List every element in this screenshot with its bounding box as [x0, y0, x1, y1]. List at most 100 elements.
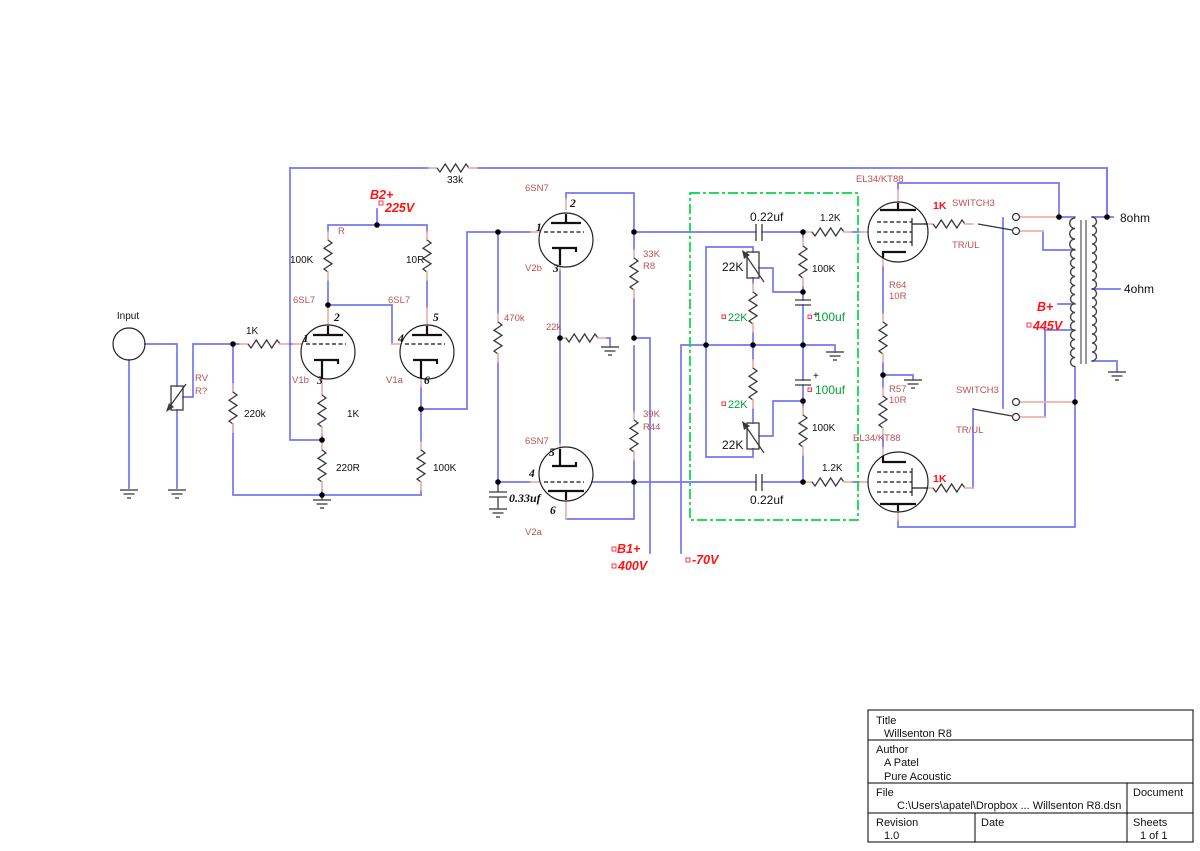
feedback-r-value: 33k	[447, 175, 464, 186]
grid-leak-value: 220k	[244, 409, 267, 420]
volume-pot-value: R?	[195, 386, 207, 397]
sense-r-top-value: 10R	[889, 291, 907, 302]
resistor-1k-screen-bottom	[924, 483, 974, 493]
resistor-220k-grid	[228, 383, 238, 433]
resistor-33k-feedback	[428, 163, 478, 173]
resistor-33k-r8	[629, 249, 639, 299]
tube-v1a	[399, 324, 455, 380]
series-r-bottom-value: 22K	[728, 399, 748, 411]
resistor-1.2k-bottom	[803, 477, 853, 487]
el34-bottom-type: EL34/KT88	[853, 433, 901, 444]
cap-0.22uf-bottom	[755, 474, 763, 491]
switch-top-name: SWITCH3	[952, 198, 995, 209]
b1-name: B1+	[617, 542, 641, 556]
v1a-plate-r-value: 10R	[406, 255, 424, 266]
v1a-ref: V1a	[386, 375, 404, 386]
switch-top-mode: TR/UL	[952, 240, 979, 251]
grid-r-top-value: 100K	[812, 264, 836, 275]
sense-r-bottom-ref: R57	[889, 384, 906, 395]
switch-bottom-mode: TR/UL	[956, 425, 983, 436]
cap-100uf-bottom	[795, 379, 811, 386]
author-value: A Patel	[884, 757, 919, 769]
grid-cap-value: 0.33uf	[509, 491, 542, 505]
tube-v2a	[538, 446, 594, 502]
screen-r-bottom-value: 1K	[933, 473, 947, 485]
volume-pot-ref: RV	[195, 373, 209, 384]
resistor-1k-input	[239, 339, 289, 349]
driver-cathode-r-value: 22k	[546, 322, 562, 333]
plate-load-value: 33K	[643, 249, 661, 260]
capacitors	[489, 224, 811, 507]
tap-8ohm-label: 8ohm	[1120, 211, 1150, 225]
grid-stopper-bottom-value: 1.2K	[822, 463, 843, 474]
lower-load-value: 39K	[643, 409, 661, 420]
lower-load-ref: R44	[643, 422, 660, 433]
tube-el34-bottom	[867, 451, 929, 513]
v1b-pin-2: 2	[333, 312, 340, 324]
v2a-type: 6SN7	[525, 436, 549, 447]
port-markers	[378, 200, 1032, 569]
b1-value: 400V	[617, 559, 649, 573]
bias-supply-label: -70V	[692, 553, 720, 567]
resistor-22k-driver	[557, 333, 607, 343]
resistor-39k-r44	[629, 411, 639, 461]
mode-switch-bottom[interactable]	[972, 397, 1021, 422]
grid-stopper-top-value: 1.2K	[820, 213, 841, 224]
transformer-primary	[1069, 217, 1076, 368]
input-jack	[112, 327, 146, 361]
cap-plus-bottom: +	[813, 371, 819, 382]
transformer-secondary	[1091, 216, 1098, 362]
grid-stopper-value: 1K	[246, 326, 259, 337]
bplus-name: B+	[1037, 300, 1054, 314]
resistor-22k-bias-bottom	[748, 359, 758, 409]
resistor-1k-v1b-cathode	[317, 386, 327, 436]
tube-el34-top	[867, 201, 929, 263]
labels: Input 33k 100K 10R 1K 220k 1K 220R 100K …	[117, 174, 1154, 573]
title-block: Title Willsenton R8 Author A Patel Pure …	[867, 709, 1194, 843]
plate-rail-ref: R	[338, 226, 345, 237]
sheets-value: 1 of 1	[1140, 830, 1168, 842]
coupling-cap-top-value: 0.22uf	[750, 210, 784, 224]
plate-load-ref: R8	[643, 261, 655, 272]
v2b-pin-2: 2	[569, 198, 576, 210]
file-label: File	[876, 787, 894, 799]
mode-switch-top[interactable]	[977, 212, 1021, 236]
resistor-100k-bias-bottom	[798, 406, 808, 456]
v2b-type: 6SN7	[525, 183, 549, 194]
v1b-type: 6SL7	[293, 295, 315, 306]
document-label: Document	[1133, 787, 1183, 799]
bias-pot-bottom	[742, 421, 765, 454]
cap-plus-top: +	[813, 310, 819, 321]
v2b-pin-1: 1	[536, 222, 542, 234]
resistor-220r-tail	[317, 441, 327, 491]
resistor-100k-bias-top	[798, 237, 808, 287]
junction-dots	[230, 214, 1110, 498]
tube-v1b	[300, 324, 356, 380]
v2a-ref: V2a	[525, 527, 543, 538]
company-value: Pure Acoustic	[884, 771, 952, 783]
tube-v2b	[538, 212, 594, 268]
v1a-pin-5: 5	[433, 312, 439, 324]
revision-value: 1.0	[884, 830, 899, 842]
file-path: C:\Users\apatel\Dropbox ... Willsenton R…	[897, 800, 1121, 812]
b2-name: B2+	[370, 188, 394, 202]
v2a-pin-4: 4	[528, 468, 535, 480]
volume-pot	[166, 383, 187, 412]
resistor-100k-v1a-cathode	[416, 441, 426, 491]
driver-grid-r-value: 470k	[504, 313, 525, 324]
output-transformer	[1069, 216, 1098, 368]
v2b-pin-3: 3	[552, 263, 559, 275]
revision-label: Revision	[876, 817, 918, 829]
filter-cap-bottom-value: 100uf	[815, 383, 846, 397]
sheets-label: Sheets	[1133, 817, 1168, 829]
sense-r-bottom-value: 10R	[889, 395, 907, 406]
switch-bottom-name: SWITCH3	[956, 385, 999, 396]
v1a-cathode-r-value: 100K	[433, 463, 457, 474]
grid-r-bottom-value: 100K	[812, 423, 836, 434]
v1b-ref: V1b	[292, 375, 309, 386]
resistor-1.2k-top	[803, 227, 853, 237]
input-label: Input	[117, 311, 139, 322]
v1b-pin-1: 1	[303, 333, 309, 345]
v1a-pin-6: 6	[424, 375, 430, 387]
